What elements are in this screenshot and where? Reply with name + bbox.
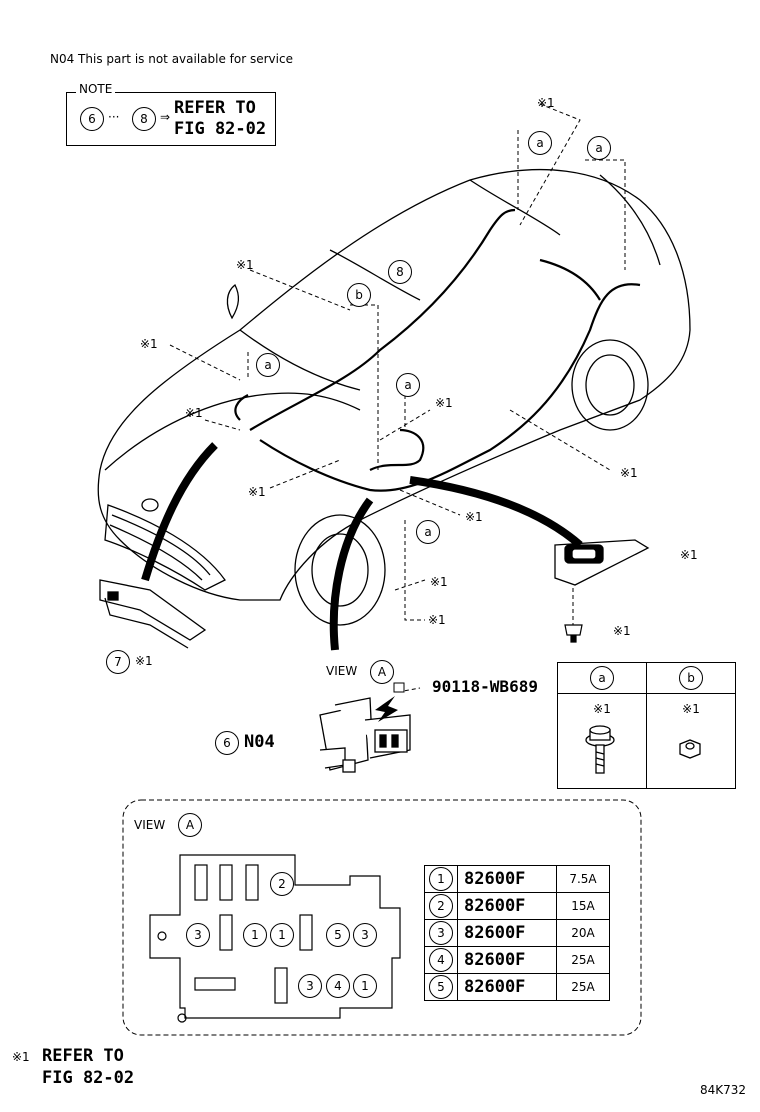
view-a-letter: A [178, 813, 202, 837]
fuse-position: 5 [326, 923, 350, 947]
ref-mark: ※1 [236, 258, 254, 272]
callout-to: 8 [132, 107, 156, 131]
fuse-no: 2 [429, 894, 453, 918]
footer-line1: REFER TO [42, 1046, 124, 1066]
view-letter: A [370, 660, 394, 684]
fuse-part: 82600F [457, 892, 557, 920]
ref-mark: ※1 [248, 485, 266, 499]
fuse-position: 2 [270, 872, 294, 896]
fuse-position: 1 [270, 923, 294, 947]
callout-a: a [396, 373, 420, 397]
footer-line2: FIG 82-02 [42, 1068, 135, 1088]
callout-item6: 6 [215, 731, 239, 755]
callout-from: 6 [80, 107, 104, 131]
leader-bracket [409, 476, 583, 549]
view-a-frame [122, 799, 642, 1036]
component-item7 [99, 579, 207, 649]
ref-mark: ※1 [140, 337, 158, 351]
callout-a: a [256, 353, 280, 377]
table-row: 1 82600F 7.5A [424, 865, 610, 893]
view-a-label: VIEW [134, 818, 166, 832]
screw-icon [564, 624, 583, 643]
fuse-rating: 25A [556, 946, 610, 974]
table-row: 5 82600F 25A [424, 973, 610, 1001]
view-label: VIEW [326, 664, 358, 678]
ref-mark: ※1 [620, 466, 638, 480]
wire-harness [234, 208, 641, 492]
fuse-table: 1 82600F 7.5A 2 82600F 15A 3 82600F 20A … [424, 865, 610, 1001]
fuse-block [149, 854, 401, 1023]
fuse-no: 4 [429, 948, 453, 972]
ref-mark: ※1 [537, 96, 555, 110]
note-arrow: ⇒ [160, 110, 171, 124]
fuse-position: 3 [353, 923, 377, 947]
footer-ref-mark: ※1 [12, 1050, 30, 1064]
ref-mark: ※1 [135, 654, 153, 668]
rear-wheel [571, 339, 649, 431]
fuse-part: 82600F [457, 946, 557, 974]
fuse-no: 3 [429, 921, 453, 945]
car-body-outline [97, 168, 691, 601]
fuse-part: 82600F [457, 973, 557, 1001]
callout-a: a [528, 131, 552, 155]
view-arrow [375, 696, 398, 722]
fuse-position: 3 [298, 974, 322, 998]
ref-mark: ※1 [613, 624, 631, 638]
fuse-no: 1 [429, 867, 453, 891]
side-mirror [226, 283, 240, 320]
note-dots: ··· [108, 110, 120, 124]
fuse-position: 4 [326, 974, 350, 998]
fastener-header-b: b [679, 666, 703, 690]
callout-item8: 8 [388, 260, 412, 284]
note-line1: REFER TO [174, 98, 256, 118]
ref-mark: ※1 [430, 575, 448, 589]
mounting-bracket [554, 539, 650, 586]
note-line2: FIG 82-02 [174, 119, 267, 139]
ref-mark: ※1 [435, 396, 453, 410]
ref-mark: ※1 [428, 613, 446, 627]
note-box [66, 92, 276, 146]
ref-mark: ※1 [185, 406, 203, 420]
ref-mark: ※1 [465, 510, 483, 524]
fuse-position: 1 [243, 923, 267, 947]
callout-a: a [587, 136, 611, 160]
fastener-ref-a: ※1 [593, 702, 611, 716]
fastener-header-a: a [590, 666, 614, 690]
fuse-rating: 20A [556, 919, 610, 947]
part-number: 90118-WB689 [432, 677, 538, 696]
code-n04: N04 [244, 732, 275, 752]
relay-item6 [319, 697, 411, 773]
fuse-rating: 7.5A [556, 865, 610, 893]
fuse-no: 5 [429, 975, 453, 999]
fuse-rating: 25A [556, 973, 610, 1001]
callout-b: b [347, 283, 371, 307]
note-label: NOTE [76, 82, 116, 96]
front-wheel [294, 514, 386, 626]
fuse-position: 1 [353, 974, 377, 998]
table-row: 3 82600F 20A [424, 919, 610, 947]
table-row: 2 82600F 15A [424, 892, 610, 920]
header-note: N04 This part is not available for servi… [50, 52, 293, 66]
fuse-part: 82600F [457, 919, 557, 947]
fuse-position: 3 [186, 923, 210, 947]
ref-mark: ※1 [680, 548, 698, 562]
figure-code: 84K732 [700, 1083, 747, 1097]
table-row: 4 82600F 25A [424, 946, 610, 974]
fastener-ref-b: ※1 [682, 702, 700, 716]
grille [104, 504, 226, 591]
fuse-rating: 15A [556, 892, 610, 920]
leader-item7 [141, 442, 218, 582]
fastener-table: a b ※1 ※1 [557, 662, 736, 789]
leader-item6 [329, 497, 374, 651]
callout-item7: 7 [106, 650, 130, 674]
fuse-part: 82600F [457, 865, 557, 893]
callout-a: a [416, 520, 440, 544]
